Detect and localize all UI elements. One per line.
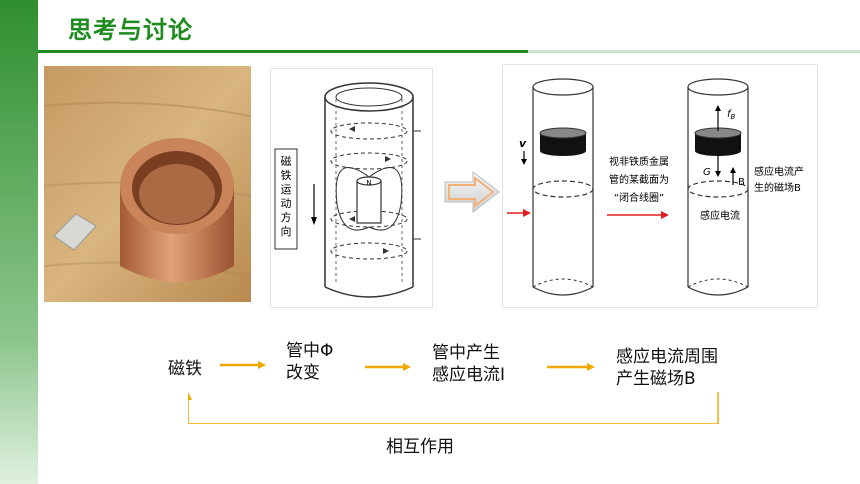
flow-arrow-3-icon bbox=[547, 363, 595, 371]
field-line-2: 生的磁场B bbox=[754, 181, 801, 194]
direction-label-chars: 磁 铁 运 动 方 向 bbox=[281, 155, 292, 238]
sidebar-accent bbox=[0, 0, 38, 484]
b-label: B bbox=[738, 177, 745, 188]
flow-step-field-line1: 感应电流周围 bbox=[616, 347, 718, 367]
flow-arrow-2-icon bbox=[365, 363, 411, 371]
magnet-n-label: N bbox=[366, 179, 371, 187]
title-underline-faded bbox=[528, 50, 860, 53]
closed-loop-diagram: v 视非铁质金属 管的某截面为 “闭合线圈” fB G B 感应电流产 生的磁场… bbox=[502, 64, 818, 308]
flow-step-field-line2: 产生磁场B bbox=[616, 369, 696, 389]
feedback-loop-arrow-icon bbox=[188, 392, 719, 424]
copper-tube-photo bbox=[44, 66, 251, 302]
svg-text:动: 动 bbox=[281, 197, 292, 210]
transition-arrow-icon bbox=[444, 170, 500, 214]
closed-loop-svg: v 视非铁质金属 管的某截面为 “闭合线圈” fB G B 感应电流产 生的磁场… bbox=[507, 78, 804, 296]
title-underline bbox=[38, 50, 528, 53]
velocity-label: v bbox=[519, 137, 527, 150]
flow-step-current-line1: 管中产生 bbox=[432, 343, 500, 363]
flow-step-flux-line1: 管中Φ bbox=[286, 341, 334, 361]
svg-text:方: 方 bbox=[281, 210, 292, 224]
page-title: 思考与讨论 bbox=[68, 16, 193, 44]
feedback-label: 相互作用 bbox=[386, 437, 454, 457]
field-line-1: 感应电流产 bbox=[754, 165, 804, 178]
note-line-1: 视非铁质金属 bbox=[609, 155, 669, 168]
fb-label: fB bbox=[727, 109, 736, 121]
note-line-3: “闭合线圈” bbox=[614, 191, 664, 204]
svg-text:向: 向 bbox=[281, 224, 292, 238]
svg-text:铁: 铁 bbox=[281, 169, 292, 182]
flow-step-current: 管中产生 感应电流I bbox=[432, 342, 505, 386]
tube-magnet-svg: 磁 铁 运 动 方 向 N bbox=[274, 82, 421, 298]
current-label: 感应电流 bbox=[700, 209, 740, 222]
flow-step-flux: 管中Φ 改变 bbox=[286, 340, 333, 384]
tube-magnet-diagram: 磁 铁 运 动 方 向 N bbox=[270, 68, 433, 308]
flow-step-flux-line2: 改变 bbox=[286, 363, 320, 383]
flow-arrow-1-icon bbox=[220, 361, 266, 369]
flow-step-current-line2: 感应电流I bbox=[432, 365, 506, 385]
svg-text:磁: 磁 bbox=[281, 155, 292, 168]
g-label: G bbox=[703, 167, 711, 178]
svg-text:运: 运 bbox=[281, 183, 292, 196]
note-line-2: 管的某截面为 bbox=[609, 173, 669, 186]
flow-step-magnet: 磁铁 bbox=[168, 359, 202, 379]
flow-step-field: 感应电流周围 产生磁场B bbox=[616, 346, 718, 390]
